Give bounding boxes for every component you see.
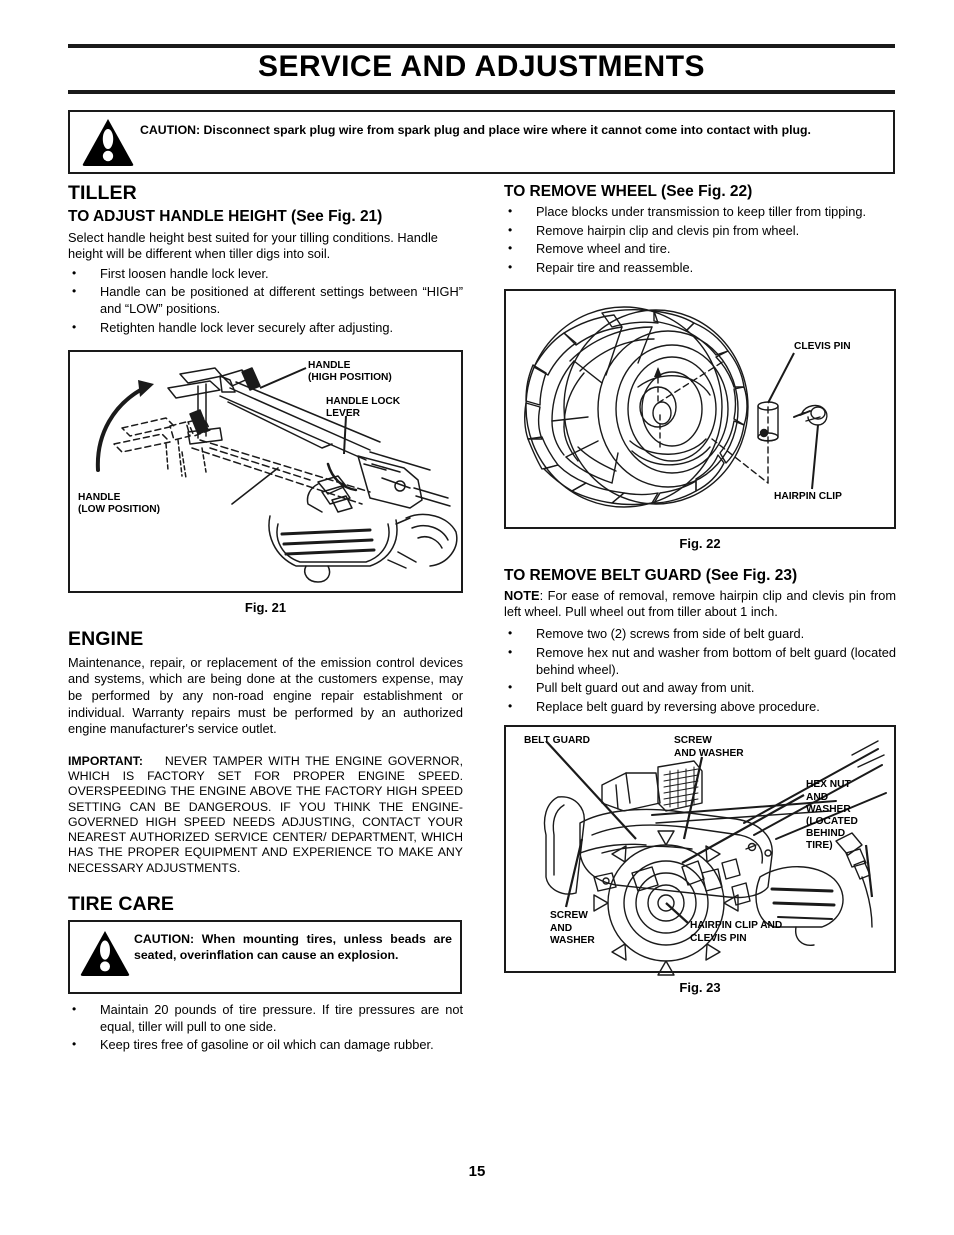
- figure-23-illustration: [543, 740, 887, 977]
- engine-body: Maintenance, repair, or replacement of t…: [68, 654, 463, 737]
- page-header: SERVICE AND ADJUSTMENTS: [68, 44, 895, 94]
- figure-23-label-screw-and-washer-bottom: SCREW AND WASHER: [550, 910, 595, 946]
- tire-care-bullets: Maintain 20 pounds of tire pressure. If …: [68, 1002, 463, 1054]
- figure-22-leader-lines: [767, 352, 819, 489]
- list-item: Remove two (2) screws from side of belt …: [504, 626, 896, 643]
- figure-22-caption: Fig. 22: [679, 535, 721, 551]
- remove-belt-guard-bullets: Remove two (2) screws from side of belt …: [504, 626, 896, 715]
- note-body: : For ease of removal, remove hairpin cl…: [504, 587, 896, 619]
- engine-important-paragraph: IMPORTANT: NEVER TAMPER WITH THE ENGINE …: [68, 754, 463, 876]
- list-item: Retighten handle lock lever securely aft…: [68, 320, 463, 337]
- section-heading-engine: ENGINE: [68, 628, 144, 651]
- figure-23-label-belt-guard: BELT GUARD: [524, 735, 591, 747]
- right-column: TO REMOVE WHEEL (See Fig. 22) Place bloc…: [504, 183, 896, 995]
- list-item: Pull belt guard out and away from unit.: [504, 680, 896, 697]
- figure-21-label-handle-low: HANDLE (LOW POSITION): [78, 492, 161, 516]
- figure-21-label-handle-high: HANDLE (HIGH POSITION): [308, 360, 392, 384]
- list-item: Replace belt guard by reversing above pr…: [504, 699, 896, 716]
- figure-22-label-hairpin-clip: HAIRPIN CLIP: [774, 490, 842, 502]
- list-item: Remove hairpin clip and clevis pin from …: [504, 223, 896, 240]
- subheading-remove-belt-guard: TO REMOVE BELT GUARD (See Fig. 23): [504, 566, 798, 584]
- note-label: NOTE: [504, 587, 540, 603]
- figure-21-label-handle-lock-lever: HANDLE LOCK LEVER: [326, 396, 401, 420]
- handle-height-bullets: First loosen handle lock lever. Handle c…: [68, 266, 463, 337]
- caution-banner-text: CAUTION: Disconnect spark plug wire from…: [140, 123, 811, 137]
- figure-23-caption: Fig. 23: [679, 980, 721, 996]
- tire-care-caution-text: CAUTION: When mounting tires, unless bea…: [134, 932, 452, 963]
- tire-care-caution-box: CAUTION: When mounting tires, unless bea…: [68, 920, 462, 995]
- figure-22: CLEVIS PIN HAIRPIN CLIP: [504, 288, 896, 529]
- figure-21-caption: Fig. 21: [244, 600, 287, 616]
- figure-22-illustration: [523, 305, 828, 508]
- handle-height-intro: Select handle height best suited for you…: [68, 229, 438, 262]
- section-heading-tiller: TILLER: [68, 182, 137, 204]
- header-rule-top: [68, 44, 895, 48]
- list-item: Maintain 20 pounds of tire pressure. If …: [68, 1002, 463, 1035]
- figure-21: HANDLE (HIGH POSITION) HANDLE LOCK LEVER…: [68, 350, 463, 594]
- subheading-remove-wheel: TO REMOVE WHEEL (See Fig. 22): [504, 183, 753, 200]
- figure-23-label-screw-and-washer-top: SCREW AND WASHER: [674, 735, 744, 759]
- remove-wheel-bullets: Place blocks under transmission to keep …: [504, 204, 896, 277]
- important-body: NEVER TAMPER WITH THE ENGINE GOVERNOR, W…: [68, 753, 463, 875]
- figure-21-illustration: [95, 367, 458, 584]
- warning-triangle-icon: [82, 118, 134, 166]
- header-rule-bottom: [68, 90, 895, 94]
- left-column: TILLER TO ADJUST HANDLE HEIGHT (See Fig.…: [68, 183, 463, 1060]
- list-item: Remove hex nut and washer from bottom of…: [504, 645, 896, 678]
- list-item: First loosen handle lock lever.: [68, 266, 463, 283]
- figure-23: BELT GUARD SCREW AND WASHER HEX NUT AND …: [504, 725, 896, 977]
- list-item: Keep tires free of gasoline or oil which…: [68, 1037, 463, 1054]
- list-item: Remove wheel and tire.: [504, 241, 896, 258]
- caution-banner: CAUTION: Disconnect spark plug wire from…: [68, 110, 895, 174]
- section-heading-tire-care: TIRE CARE: [68, 892, 174, 915]
- page-number: 15: [468, 1163, 486, 1180]
- list-item: Handle can be positioned at different se…: [68, 284, 463, 317]
- figure-23-label-hairpin-clip-and-clevis-pin: HAIRPIN CLIP AND CLEVIS PIN: [690, 920, 783, 944]
- list-item: Repair tire and reassemble.: [504, 260, 896, 277]
- figure-21-leader-lines: [259, 367, 347, 455]
- page-title: SERVICE AND ADJUSTMENTS: [257, 50, 706, 83]
- subheading-adjust-handle-height: TO ADJUST HANDLE HEIGHT (See Fig. 21): [68, 208, 383, 226]
- belt-guard-note: NOTE: For ease of removal, remove hairpi…: [504, 588, 896, 621]
- figure-22-label-clevis-pin: CLEVIS PIN: [794, 340, 851, 352]
- warning-triangle-icon: [80, 930, 130, 977]
- list-item: Place blocks under transmission to keep …: [504, 204, 896, 221]
- important-label: IMPORTANT:: [68, 753, 143, 768]
- figure-23-leader-lines: [545, 740, 874, 925]
- figure-23-label-hex-nut-and-washer: HEX NUT AND WASHER (LOCATED BEHIND TIRE): [806, 779, 858, 851]
